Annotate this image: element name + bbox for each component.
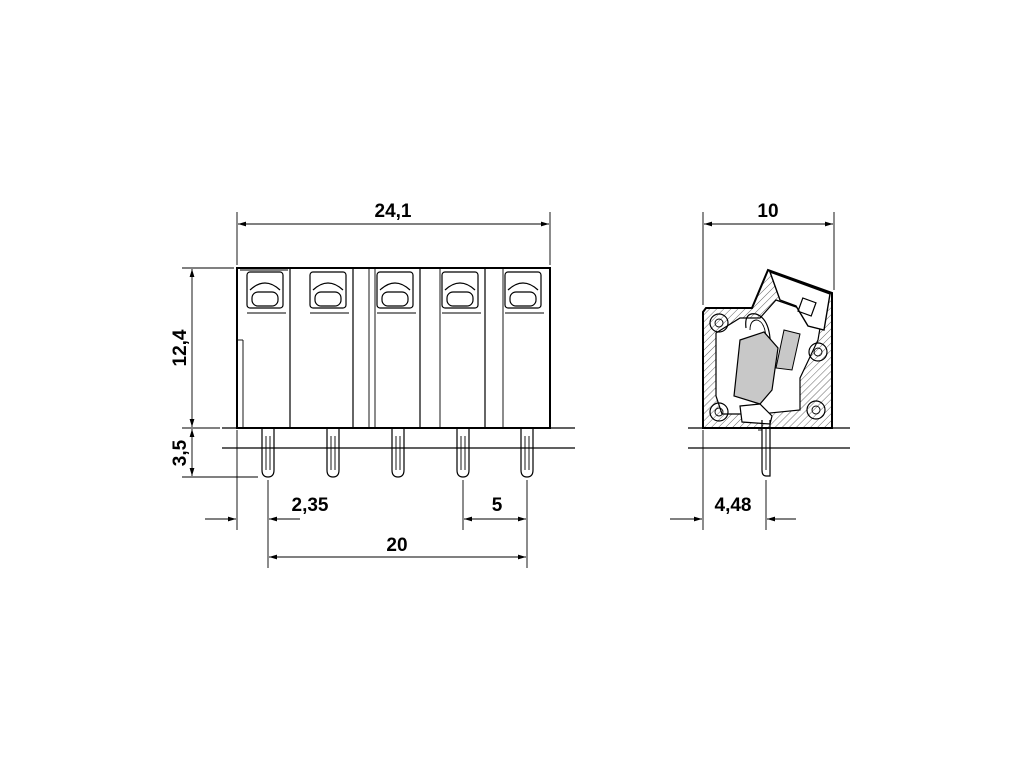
position-4 bbox=[439, 268, 486, 428]
mounting-hole-top-left bbox=[709, 313, 729, 333]
dimension-label-pin-offset: 4,48 bbox=[715, 495, 752, 516]
pin-3 bbox=[391, 428, 405, 478]
terminal-positions bbox=[240, 268, 544, 428]
dimension-pin-span: 20 bbox=[269, 535, 526, 560]
dimension-label-depth: 10 bbox=[757, 201, 778, 222]
pin-5 bbox=[520, 428, 534, 478]
dimension-label-edge-to-pin: 2,35 bbox=[292, 495, 329, 516]
pin-2 bbox=[326, 428, 340, 478]
pcb-board-side bbox=[688, 427, 850, 449]
side-view: 10 4,48 bbox=[670, 201, 850, 530]
dimension-pin-length: 3,5 bbox=[170, 429, 258, 478]
mounting-hole-bottom-right bbox=[806, 400, 826, 420]
position-3 bbox=[374, 268, 421, 428]
pin-4 bbox=[456, 428, 470, 478]
mounting-hole-right bbox=[808, 342, 828, 362]
terminal-housing bbox=[236, 267, 551, 429]
position-1 bbox=[240, 268, 291, 428]
dimension-label-pin-length: 3,5 bbox=[170, 439, 191, 466]
dimension-pitch: 5 bbox=[462, 480, 528, 568]
position-2 bbox=[309, 268, 370, 428]
dimension-height: 12,4 bbox=[170, 267, 234, 429]
dimension-label-overall-width: 24,1 bbox=[375, 201, 412, 222]
dimension-label-pin-span: 20 bbox=[386, 535, 407, 556]
solder-pins bbox=[261, 428, 534, 478]
dimension-depth: 10 bbox=[702, 201, 835, 305]
front-view: 24,1 12,4 3,5 2,35 5 bbox=[170, 201, 575, 568]
dimension-label-height: 12,4 bbox=[170, 329, 191, 366]
pcb-board bbox=[222, 427, 575, 449]
dimension-pin-offset: 4,48 bbox=[670, 430, 796, 530]
position-5 bbox=[502, 268, 544, 428]
dimension-edge-to-pin: 2,35 bbox=[205, 430, 329, 568]
mounting-hole-bottom-left bbox=[709, 402, 729, 422]
pin-1 bbox=[261, 428, 275, 478]
dimension-label-pitch: 5 bbox=[492, 495, 503, 516]
side-housing bbox=[702, 268, 833, 429]
side-solder-pin bbox=[758, 420, 771, 477]
dimension-overall-width: 24,1 bbox=[236, 201, 551, 265]
